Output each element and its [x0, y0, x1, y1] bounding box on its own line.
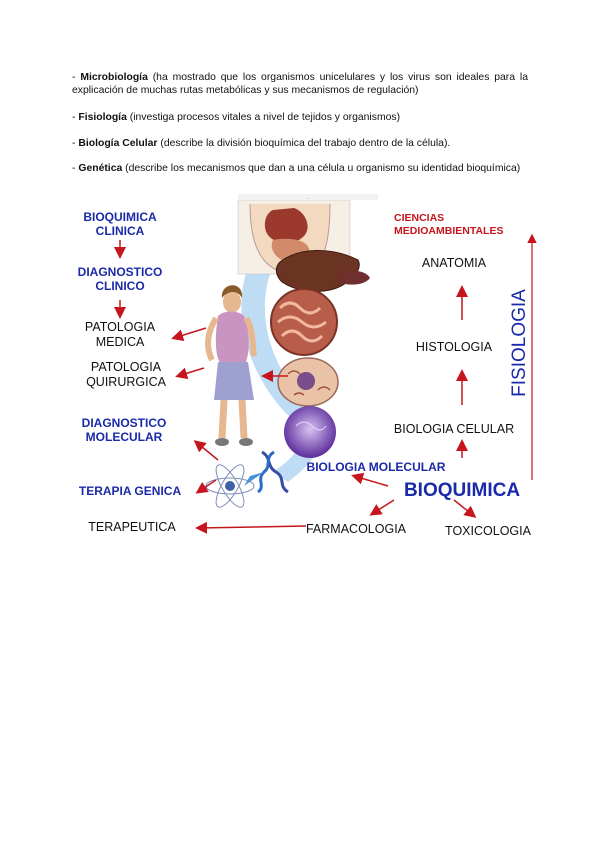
label-biologia-molecular: BIOLOGIA MOLECULAR [306, 460, 446, 474]
term-genetica: Genética [78, 163, 123, 174]
liver-illustration [275, 250, 360, 293]
label-biologia-celular: BIOLOGIA CELULAR [393, 422, 515, 436]
label-line: CLINICO [95, 279, 145, 293]
label-line: DIAGNOSTICO [77, 265, 163, 279]
paragraph-microbiologia: - Microbiología (ha mostrado que los org… [72, 72, 528, 96]
desc-microbiologia: (ha mostrado que los organismos unicelul… [72, 72, 528, 96]
label-fisiologia-vertical: FISIOLOGIA [509, 289, 530, 397]
label-terapeutica: TERAPEUTICA [88, 520, 176, 534]
label-histologia: HISTOLOGIA [415, 340, 493, 354]
biochemistry-relations-figure: … [68, 190, 540, 550]
term-biologia-celular: Biología Celular [78, 138, 158, 149]
relation-arrows [114, 240, 477, 534]
label-farmacologia: FARMACOLOGIA [305, 522, 407, 536]
term-fisiologia: Fisiología [78, 112, 127, 123]
label-diagnostico-molecular: DIAGNOSTICO MOLECULAR [74, 416, 174, 444]
label-anatomia: ANATOMIA [421, 256, 487, 270]
label-bioquimica-clinica: BIOQUIMICA CLINICA [74, 210, 166, 238]
label-line: QUIRURGICA [86, 375, 166, 389]
paragraph-fisiologia: - Fisiología (investiga procesos vitales… [72, 112, 401, 123]
label-line: DIAGNOSTICO [81, 416, 167, 430]
figure-graphics: … [114, 194, 537, 534]
desc-fisiologia: (investiga procesos vitales a nivel de t… [126, 112, 401, 123]
label-line: CIENCIAS [394, 212, 445, 224]
atom-illustration [205, 464, 255, 508]
label-line: BIOQUIMICA [83, 210, 157, 224]
gallbladder-illustration [338, 270, 370, 285]
desc-genetica: (describe los mecanismos que dan a una c… [122, 163, 521, 174]
dna-helix-illustration [261, 450, 289, 494]
label-line: PATOLOGIA [90, 360, 162, 374]
paragraph-biologia-celular: - Biología Celular (describe la división… [72, 138, 451, 149]
label-line: MEDICA [95, 335, 145, 349]
label-patologia-medica: PATOLOGIA MEDICA [74, 320, 166, 350]
label-toxicologia: TOXICOLOGIA [445, 524, 531, 538]
label-diagnostico-clinico: DIAGNOSTICO CLINICO [74, 265, 166, 293]
nucleus-illustration [284, 406, 336, 458]
label-line: CLINICA [95, 224, 145, 238]
label-line: MEDIOAMBIENTALES [394, 225, 504, 237]
paragraph-genetica: - Genética (describe los mecanismos que … [72, 163, 521, 174]
svg-text:…: … [306, 196, 310, 200]
woman-illustration [205, 285, 257, 446]
label-line: PATOLOGIA [84, 320, 156, 334]
label-ciencias-medioambientales: CIENCIAS MEDIOAMBIENTALES [394, 212, 514, 238]
label-line: MOLECULAR [85, 430, 163, 444]
desc-biologia-celular: (describe la división bioquímica del tra… [157, 138, 451, 149]
label-patologia-quirurgica: PATOLOGIA QUIRURGICA [74, 360, 178, 390]
label-terapia-genica: TERAPIA GENICA [78, 484, 182, 498]
blue-pointer-arrow [244, 472, 264, 486]
term-microbiologia: Microbiología [80, 72, 148, 83]
label-bioquimica: BIOQUIMICA [403, 480, 521, 501]
